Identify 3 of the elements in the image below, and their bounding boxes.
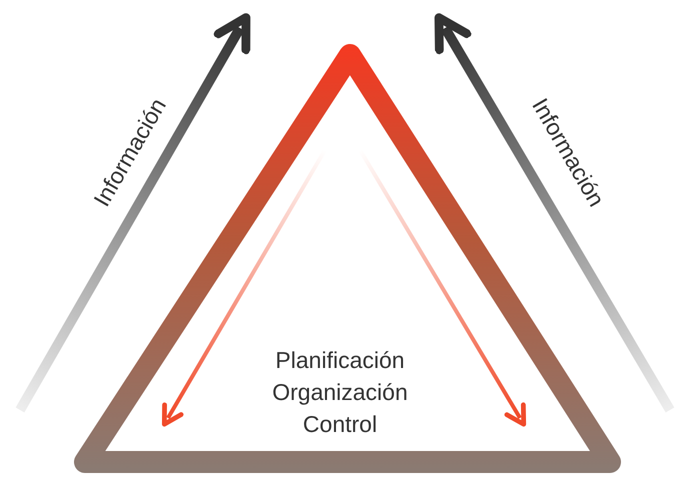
list-item-text: Control (302, 411, 378, 437)
list-item-text: Planificación (275, 347, 405, 373)
list-item-text: Organización (272, 379, 408, 405)
